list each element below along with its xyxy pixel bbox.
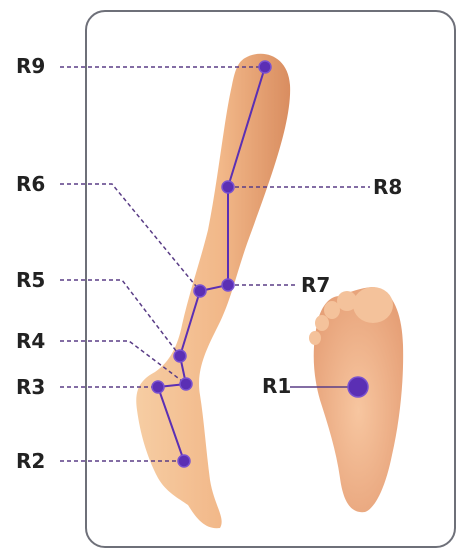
big-toe bbox=[353, 287, 393, 323]
label-r9: R9 bbox=[16, 56, 45, 76]
toe-5 bbox=[309, 331, 321, 345]
label-r2: R2 bbox=[16, 451, 45, 471]
label-r1: R1 bbox=[262, 376, 291, 396]
point-r9 bbox=[259, 61, 271, 73]
point-r8 bbox=[222, 181, 234, 193]
label-r4: R4 bbox=[16, 331, 45, 351]
label-r6: R6 bbox=[16, 174, 45, 194]
point-r7 bbox=[222, 279, 234, 291]
toe-2 bbox=[337, 291, 357, 311]
point-r2 bbox=[178, 455, 190, 467]
label-r3: R3 bbox=[16, 377, 45, 397]
leg-shape bbox=[136, 54, 290, 528]
point-r1 bbox=[348, 377, 368, 397]
toe-3 bbox=[324, 301, 340, 319]
label-r5: R5 bbox=[16, 270, 45, 290]
label-r8: R8 bbox=[373, 177, 402, 197]
point-r3 bbox=[152, 381, 164, 393]
label-r7: R7 bbox=[301, 275, 330, 295]
toe-4 bbox=[315, 315, 329, 331]
point-r6 bbox=[194, 285, 206, 297]
point-r5 bbox=[174, 350, 186, 362]
point-r4 bbox=[180, 378, 192, 390]
